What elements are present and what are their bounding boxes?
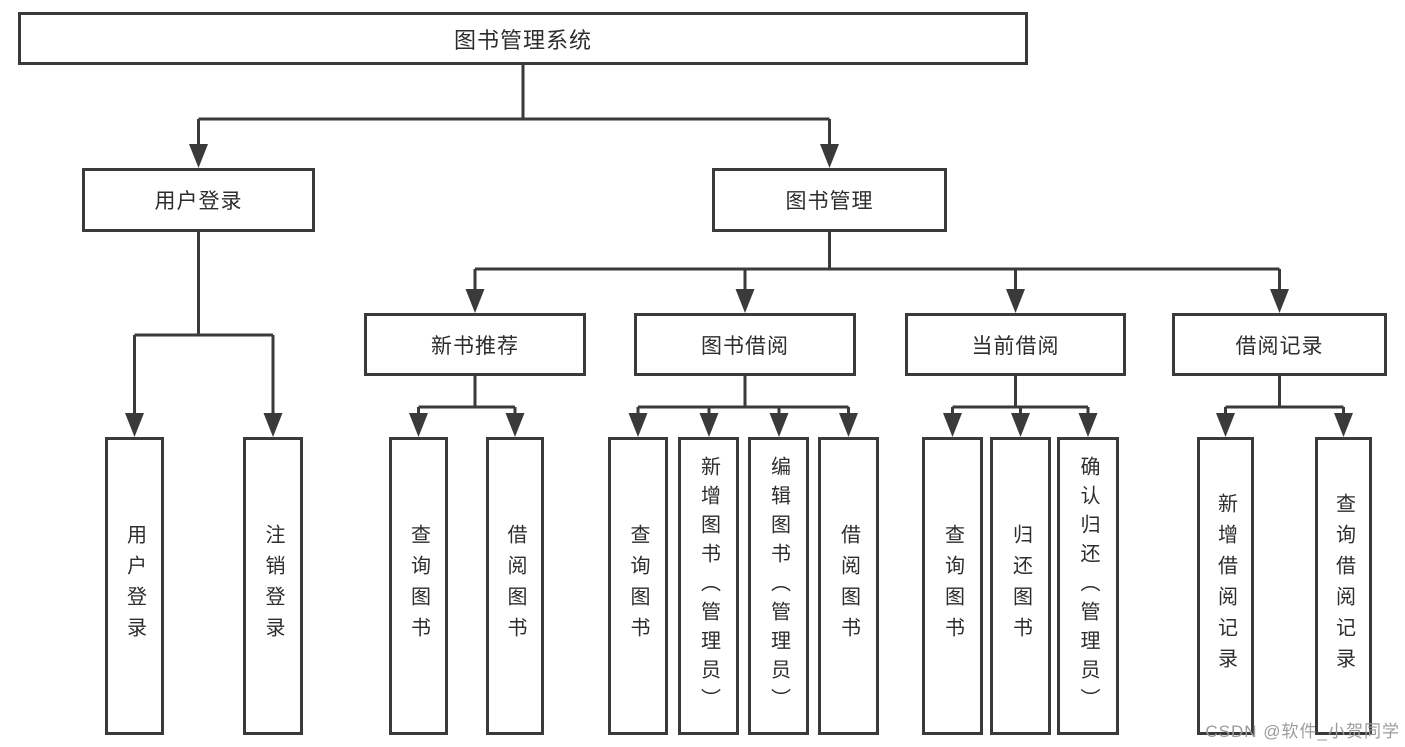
node-book-borrowing: 图书借阅 [634, 313, 856, 376]
connector-borrow-to-leaves [628, 376, 858, 437]
leaf-logout-label: 注销登录 [262, 524, 284, 648]
node-borrowing-records-label: 借阅记录 [1235, 334, 1324, 358]
leaf-logout: 注销登录 [243, 437, 303, 735]
node-book-management-label: 图书管理 [785, 190, 874, 213]
leaf-recommend-query-books-label: 查询图书 [407, 524, 430, 648]
leaf-query-borrow-record-label: 查询借阅记录 [1332, 493, 1355, 679]
connector-mgmt-to-level3 [465, 232, 1289, 313]
leaf-add-borrow-record: 新增借阅记录 [1197, 437, 1254, 735]
node-current-borrowing-label: 当前借阅 [971, 334, 1060, 358]
leaf-borrowing-query-books: 查询图书 [608, 437, 668, 735]
leaf-query-borrow-record: 查询借阅记录 [1315, 437, 1372, 735]
leaf-edit-book-admin: 编辑图书（管理员） [748, 437, 809, 735]
leaf-edit-book-admin-label: 编辑图书（管理员） [767, 455, 790, 717]
leaf-user-login-label: 用户登录 [123, 524, 146, 648]
leaf-return-books-label: 归还图书 [1009, 524, 1032, 648]
leaf-add-book-admin: 新增图书（管理员） [678, 437, 739, 735]
leaf-confirm-return-admin: 确认归还（管理员） [1057, 437, 1119, 735]
leaf-current-query-books: 查询图书 [922, 437, 983, 735]
leaf-borrowing-borrow-books-label: 借阅图书 [837, 524, 860, 648]
node-user-login-label: 用户登录 [154, 190, 243, 213]
leaf-borrowing-query-books-label: 查询图书 [627, 524, 649, 648]
csdn-watermark: CSDN @软件_小贺同学 [1205, 722, 1400, 741]
leaf-user-login: 用户登录 [105, 437, 164, 735]
connector-root-to-level2 [189, 65, 839, 168]
connector-current-to-leaves [943, 376, 1098, 437]
node-book-borrowing-label: 图书借阅 [701, 334, 789, 358]
node-book-management: 图书管理 [712, 168, 947, 232]
leaf-recommend-query-books: 查询图书 [389, 437, 448, 735]
connector-record-to-leaves [1216, 376, 1353, 437]
node-new-book-recommend: 新书推荐 [364, 313, 586, 376]
node-new-book-recommend-label: 新书推荐 [431, 334, 519, 358]
node-borrowing-records: 借阅记录 [1172, 313, 1387, 376]
leaf-current-query-books-label: 查询图书 [941, 524, 964, 648]
connector-login-to-leaves [125, 232, 283, 437]
leaf-add-borrow-record-label: 新增借阅记录 [1214, 493, 1237, 679]
node-current-borrowing: 当前借阅 [905, 313, 1126, 376]
leaf-return-books: 归还图书 [990, 437, 1051, 735]
leaf-borrowing-borrow-books: 借阅图书 [818, 437, 879, 735]
connector-newbook-to-leaves [409, 376, 525, 437]
leaf-confirm-return-admin-label: 确认归还（管理员） [1077, 455, 1099, 717]
node-root-system: 图书管理系统 [18, 12, 1028, 65]
leaf-recommend-borrow-books: 借阅图书 [486, 437, 544, 735]
leaf-recommend-borrow-books-label: 借阅图书 [504, 524, 526, 648]
leaf-add-book-admin-label: 新增图书（管理员） [697, 455, 720, 717]
node-user-login: 用户登录 [82, 168, 315, 232]
node-root-system-label: 图书管理系统 [453, 27, 592, 53]
